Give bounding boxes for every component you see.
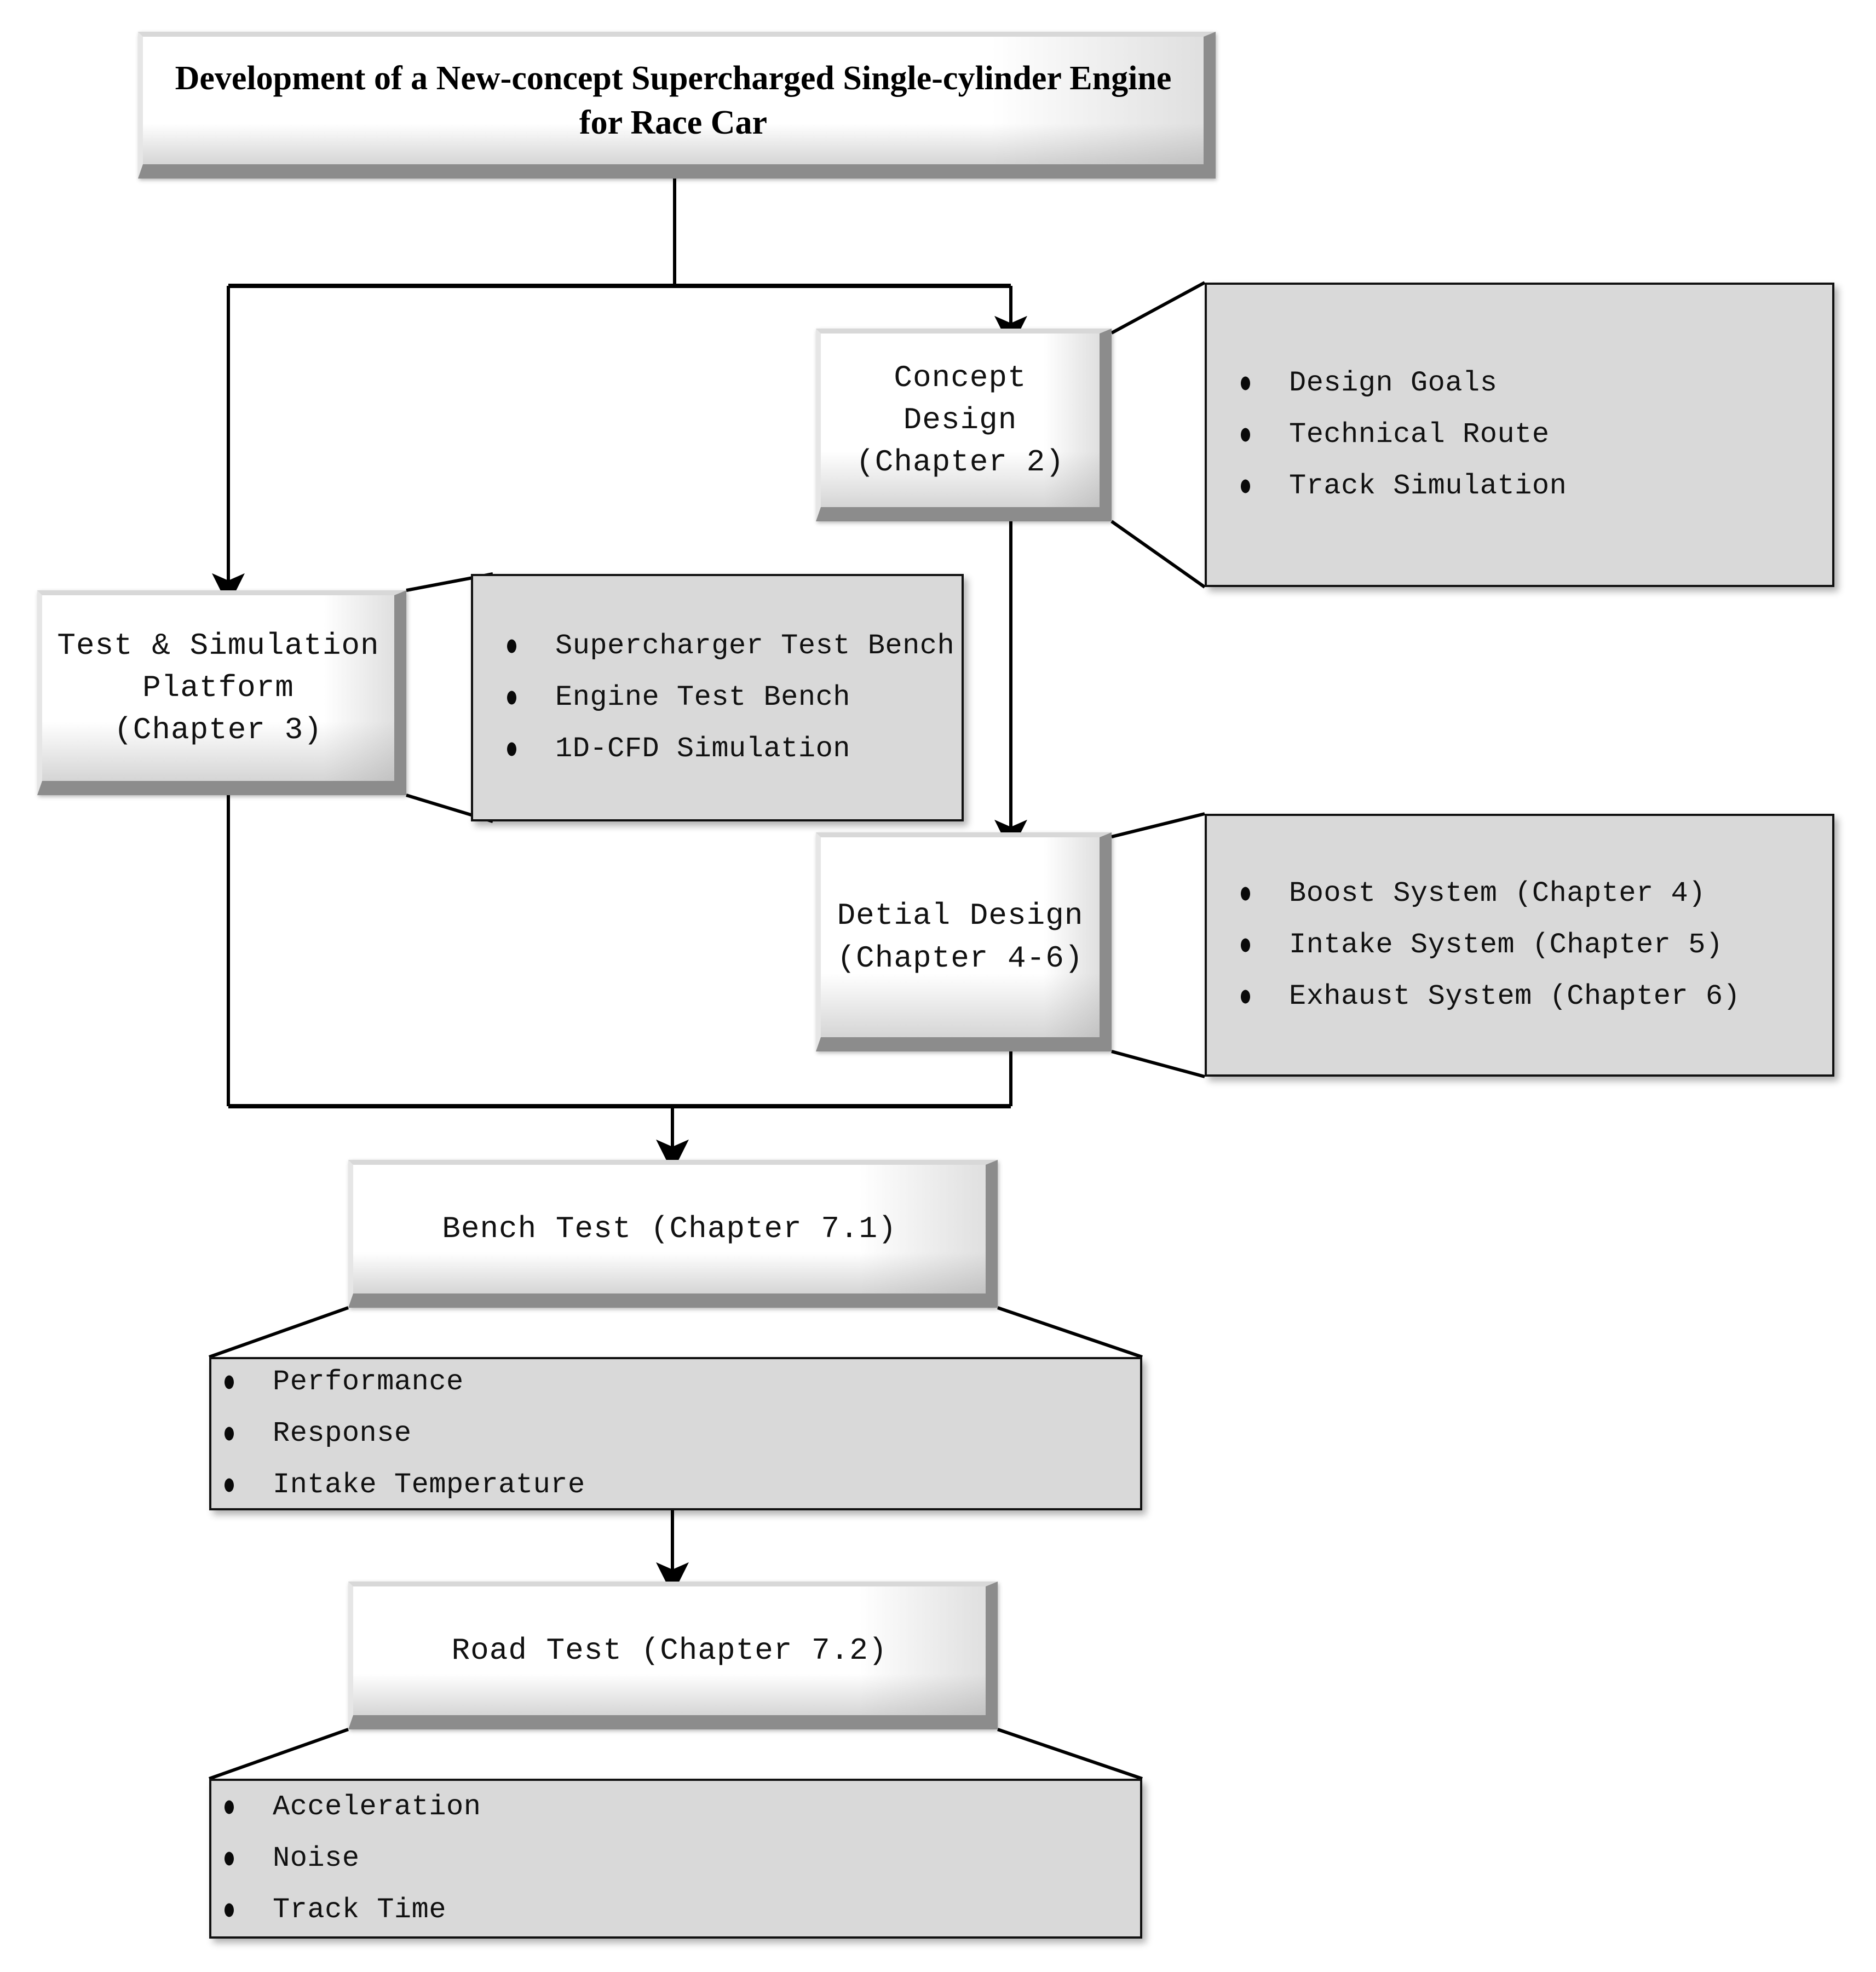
list-item-label: Technical Route bbox=[1289, 418, 1550, 451]
list-item-label: Intake Temperature bbox=[273, 1469, 585, 1501]
bullet-icon bbox=[1241, 990, 1250, 1004]
list-item-label: Exhaust System (Chapter 6) bbox=[1289, 980, 1741, 1013]
node-concept-design-label: Concept Design (Chapter 2) bbox=[821, 357, 1100, 484]
leader-road-test bbox=[208, 1728, 349, 1780]
node-detail-design-label: Detial Design (Chapter 4-6) bbox=[828, 895, 1092, 980]
list-item: Design Goals bbox=[1236, 369, 1832, 398]
leader-bench-test-2 bbox=[997, 1306, 1143, 1359]
node-title-label: Development of a New-concept Supercharge… bbox=[175, 59, 1172, 141]
list-item-label: Performance bbox=[273, 1366, 464, 1398]
node-road-test[interactable]: Road Test (Chapter 7.2) bbox=[348, 1582, 998, 1729]
list-item: Track Simulation bbox=[1236, 472, 1832, 501]
node-line: Test & Simulation bbox=[57, 628, 379, 663]
bullet-icon bbox=[225, 1852, 234, 1866]
bullet-icon bbox=[507, 691, 516, 705]
list-item: Track Time bbox=[220, 1896, 1140, 1924]
callout-list-concept-design: Design Goals Technical Route Track Simul… bbox=[1207, 369, 1832, 501]
node-concept-design[interactable]: Concept Design (Chapter 2) bbox=[816, 329, 1112, 521]
bullet-icon bbox=[225, 1478, 234, 1492]
list-item: Exhaust System (Chapter 6) bbox=[1236, 982, 1832, 1011]
list-item-label: 1D-CFD Simulation bbox=[555, 733, 850, 765]
node-test-simulation-platform-label: Test & Simulation Platform (Chapter 3) bbox=[48, 625, 388, 752]
list-item: Performance bbox=[220, 1368, 1140, 1396]
node-line: (Chapter 2) bbox=[856, 445, 1064, 480]
list-item-label: Supercharger Test Bench bbox=[555, 630, 955, 662]
leader-detail-design bbox=[1111, 812, 1205, 838]
bullet-icon bbox=[507, 742, 516, 756]
list-item: Supercharger Test Bench bbox=[503, 632, 962, 660]
leader-bench-test bbox=[208, 1306, 349, 1359]
node-line: Detial Design bbox=[837, 898, 1084, 934]
list-item: Technical Route bbox=[1236, 421, 1832, 449]
leader-concept-design bbox=[1110, 281, 1206, 335]
callout-concept-design: Design Goals Technical Route Track Simul… bbox=[1205, 283, 1834, 587]
leader-road-test-2 bbox=[997, 1728, 1143, 1780]
list-item: Boost System (Chapter 4) bbox=[1236, 879, 1832, 908]
bullet-icon bbox=[507, 639, 516, 653]
bullet-icon bbox=[1241, 887, 1250, 901]
list-item: Engine Test Bench bbox=[503, 683, 962, 712]
list-item-label: Acceleration bbox=[273, 1791, 481, 1823]
bullet-icon bbox=[1241, 376, 1250, 390]
node-title[interactable]: Development of a New-concept Supercharge… bbox=[138, 32, 1216, 179]
callout-bench-test: Performance Response Intake Temperature bbox=[209, 1357, 1142, 1510]
callout-test-simulation-platform: Supercharger Test Bench Engine Test Benc… bbox=[471, 574, 964, 821]
callout-detail-design: Boost System (Chapter 4) Intake System (… bbox=[1205, 814, 1834, 1077]
list-item: Intake System (Chapter 5) bbox=[1236, 931, 1832, 959]
bullet-icon bbox=[225, 1903, 234, 1917]
bullet-icon bbox=[1241, 428, 1250, 442]
list-item-label: Track Time bbox=[273, 1894, 447, 1926]
bullet-icon bbox=[225, 1375, 234, 1389]
list-item-label: Intake System (Chapter 5) bbox=[1289, 929, 1723, 961]
node-bench-test[interactable]: Bench Test (Chapter 7.1) bbox=[348, 1160, 998, 1308]
callout-list-test-simulation-platform: Supercharger Test Bench Engine Test Benc… bbox=[473, 632, 962, 763]
list-item-label: Response bbox=[273, 1417, 412, 1450]
node-line: (Chapter 3) bbox=[114, 712, 323, 748]
node-test-simulation-platform[interactable]: Test & Simulation Platform (Chapter 3) bbox=[37, 590, 406, 795]
list-item-label: Boost System (Chapter 4) bbox=[1289, 877, 1706, 910]
list-item-label: Engine Test Bench bbox=[555, 681, 850, 714]
leader-detail-design-2 bbox=[1111, 1050, 1205, 1078]
list-item: 1D-CFD Simulation bbox=[503, 735, 962, 763]
callout-list-detail-design: Boost System (Chapter 4) Intake System (… bbox=[1207, 879, 1832, 1011]
list-item-label: Track Simulation bbox=[1289, 470, 1567, 502]
node-road-test-label: Road Test (Chapter 7.2) bbox=[451, 1632, 888, 1668]
list-item-label: Design Goals bbox=[1289, 367, 1498, 399]
node-line: (Chapter 4-6) bbox=[837, 940, 1084, 976]
bullet-icon bbox=[225, 1427, 234, 1441]
list-item: Response bbox=[220, 1419, 1140, 1448]
callout-list-road-test: Acceleration Noise Track Time bbox=[211, 1793, 1140, 1924]
list-item: Intake Temperature bbox=[220, 1471, 1140, 1499]
node-bench-test-label: Bench Test (Chapter 7.1) bbox=[442, 1211, 897, 1246]
callout-road-test: Acceleration Noise Track Time bbox=[209, 1779, 1142, 1939]
node-detail-design[interactable]: Detial Design (Chapter 4-6) bbox=[816, 832, 1112, 1051]
list-item-label: Noise bbox=[273, 1842, 360, 1875]
bullet-icon bbox=[225, 1800, 234, 1814]
callout-list-bench-test: Performance Response Intake Temperature bbox=[211, 1368, 1140, 1499]
bullet-icon bbox=[1241, 479, 1250, 493]
node-line: Concept Design bbox=[894, 360, 1027, 438]
leader-concept-design-2 bbox=[1110, 520, 1206, 589]
bullet-icon bbox=[1241, 938, 1250, 952]
node-line: Platform bbox=[142, 670, 294, 705]
list-item: Acceleration bbox=[220, 1793, 1140, 1821]
list-item: Noise bbox=[220, 1844, 1140, 1873]
